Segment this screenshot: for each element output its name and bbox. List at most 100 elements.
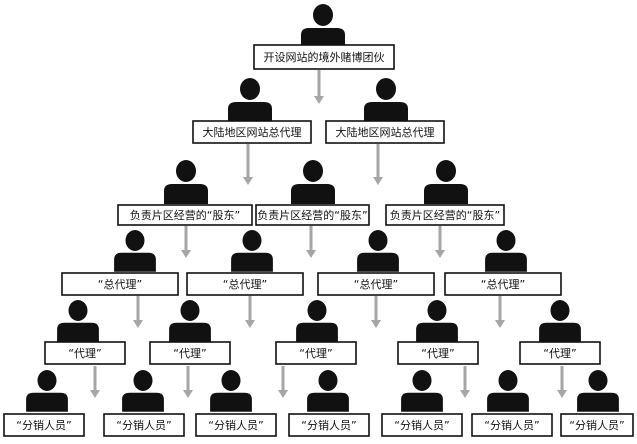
arrow-down-icon [314, 70, 324, 104]
node-box [275, 341, 357, 365]
node-box [444, 272, 562, 296]
arrow-down-icon [90, 366, 100, 398]
person-icon [169, 300, 211, 342]
arrow-down-icon [557, 366, 567, 398]
node-label: “代理” [68, 347, 101, 360]
node-box [385, 204, 505, 226]
person-icon [424, 160, 468, 204]
person-icon [164, 160, 208, 204]
distributor-node-5: “分销人员” [381, 413, 463, 437]
node-label: “分销人员” [301, 418, 356, 432]
person-icon [291, 160, 335, 204]
node-box [519, 341, 601, 365]
general-agent-node-2: 大陆地区网站总代理 [325, 120, 445, 144]
person-icon [210, 370, 252, 412]
person-icon [122, 370, 164, 412]
node-label: “总代理” [223, 277, 267, 291]
arrow-down-icon [371, 296, 381, 328]
person-icon [57, 300, 99, 342]
node-label: “代理” [173, 347, 206, 360]
node-label: 开设网站的境外赌博团伙 [264, 50, 385, 64]
node-box [255, 204, 370, 226]
node-box [44, 341, 126, 365]
node-label: 大陆地区网站总代理 [336, 125, 435, 139]
arrow-down-icon [183, 366, 193, 398]
person-icon [114, 230, 156, 272]
node-label: “总代理” [354, 277, 398, 291]
person-icon [539, 300, 581, 342]
top-node: 开设网站的境外赌博团伙 [253, 44, 395, 70]
arrow-down-icon [181, 226, 191, 258]
node-label: “代理” [299, 347, 332, 360]
node-box [192, 120, 312, 144]
node-label: “分销人员” [569, 418, 624, 432]
person-icon [301, 4, 345, 48]
person-icon [296, 300, 338, 342]
person-icon [26, 370, 68, 412]
arrows-layer [90, 70, 567, 398]
node-label: 大陆地区网站总代理 [203, 125, 302, 139]
arrow-down-icon [373, 144, 383, 185]
node-label: “分销人员” [394, 418, 449, 432]
distributor-node-6: “分销人员” [471, 413, 553, 437]
node-label: “总代理” [481, 277, 525, 291]
arrow-down-icon [460, 366, 470, 398]
node-box [397, 341, 479, 365]
node-label: “分销人员” [484, 418, 539, 432]
person-icon [231, 230, 273, 272]
node-label: 负责片区经营的“股东” [257, 208, 367, 222]
arrow-down-icon [306, 226, 316, 258]
distributor-node-7: “分销人员” [560, 413, 634, 437]
arrow-down-icon [133, 296, 143, 328]
node-box [195, 413, 277, 437]
node-label: “分销人员” [116, 418, 171, 432]
arrow-down-icon [495, 296, 505, 328]
arrow-down-icon [278, 366, 288, 398]
arrow-down-icon [245, 296, 255, 328]
chief-agent-node-3: “总代理” [317, 272, 435, 296]
node-box [253, 44, 395, 70]
node-box [288, 413, 370, 437]
distributor-node-4: “分销人员” [288, 413, 370, 437]
shareholder-node-2: 负责片区经营的“股东” [255, 204, 370, 226]
shareholder-node-3: 负责片区经营的“股东” [385, 204, 505, 226]
person-icon [357, 230, 399, 272]
node-label: “代理” [543, 347, 576, 360]
node-box [381, 413, 463, 437]
node-box [471, 413, 553, 437]
person-icon [364, 78, 408, 122]
person-icon [487, 370, 529, 412]
person-icon [228, 78, 272, 122]
node-box [186, 272, 304, 296]
node-box [103, 413, 185, 437]
figures-layer [26, 4, 619, 412]
node-box [117, 204, 253, 226]
general-agent-node-1: 大陆地区网站总代理 [192, 120, 312, 144]
distributor-node-1: “分销人员” [3, 413, 85, 437]
node-label: “分销人员” [208, 418, 263, 432]
arrow-down-icon [435, 226, 445, 258]
node-label: “总代理” [98, 277, 142, 291]
node-box [61, 272, 179, 296]
node-label: “代理” [421, 347, 454, 360]
node-box [149, 341, 231, 365]
chief-agent-node-1: “总代理” [61, 272, 179, 296]
agent-node-2: “代理” [149, 341, 231, 365]
agent-node-3: “代理” [275, 341, 357, 365]
node-label: 负责片区经营的“股东” [390, 208, 500, 222]
person-icon [577, 370, 619, 412]
agent-node-1: “代理” [44, 341, 126, 365]
person-icon [485, 230, 527, 272]
distributor-node-2: “分销人员” [103, 413, 185, 437]
node-label: “分销人员” [16, 418, 71, 432]
person-icon [416, 300, 458, 342]
chief-agent-node-4: “总代理” [444, 272, 562, 296]
node-box [3, 413, 85, 437]
chief-agent-node-2: “总代理” [186, 272, 304, 296]
agent-node-4: “代理” [397, 341, 479, 365]
node-box [560, 413, 634, 437]
agent-node-5: “代理” [519, 341, 601, 365]
distributor-node-3: “分销人员” [195, 413, 277, 437]
